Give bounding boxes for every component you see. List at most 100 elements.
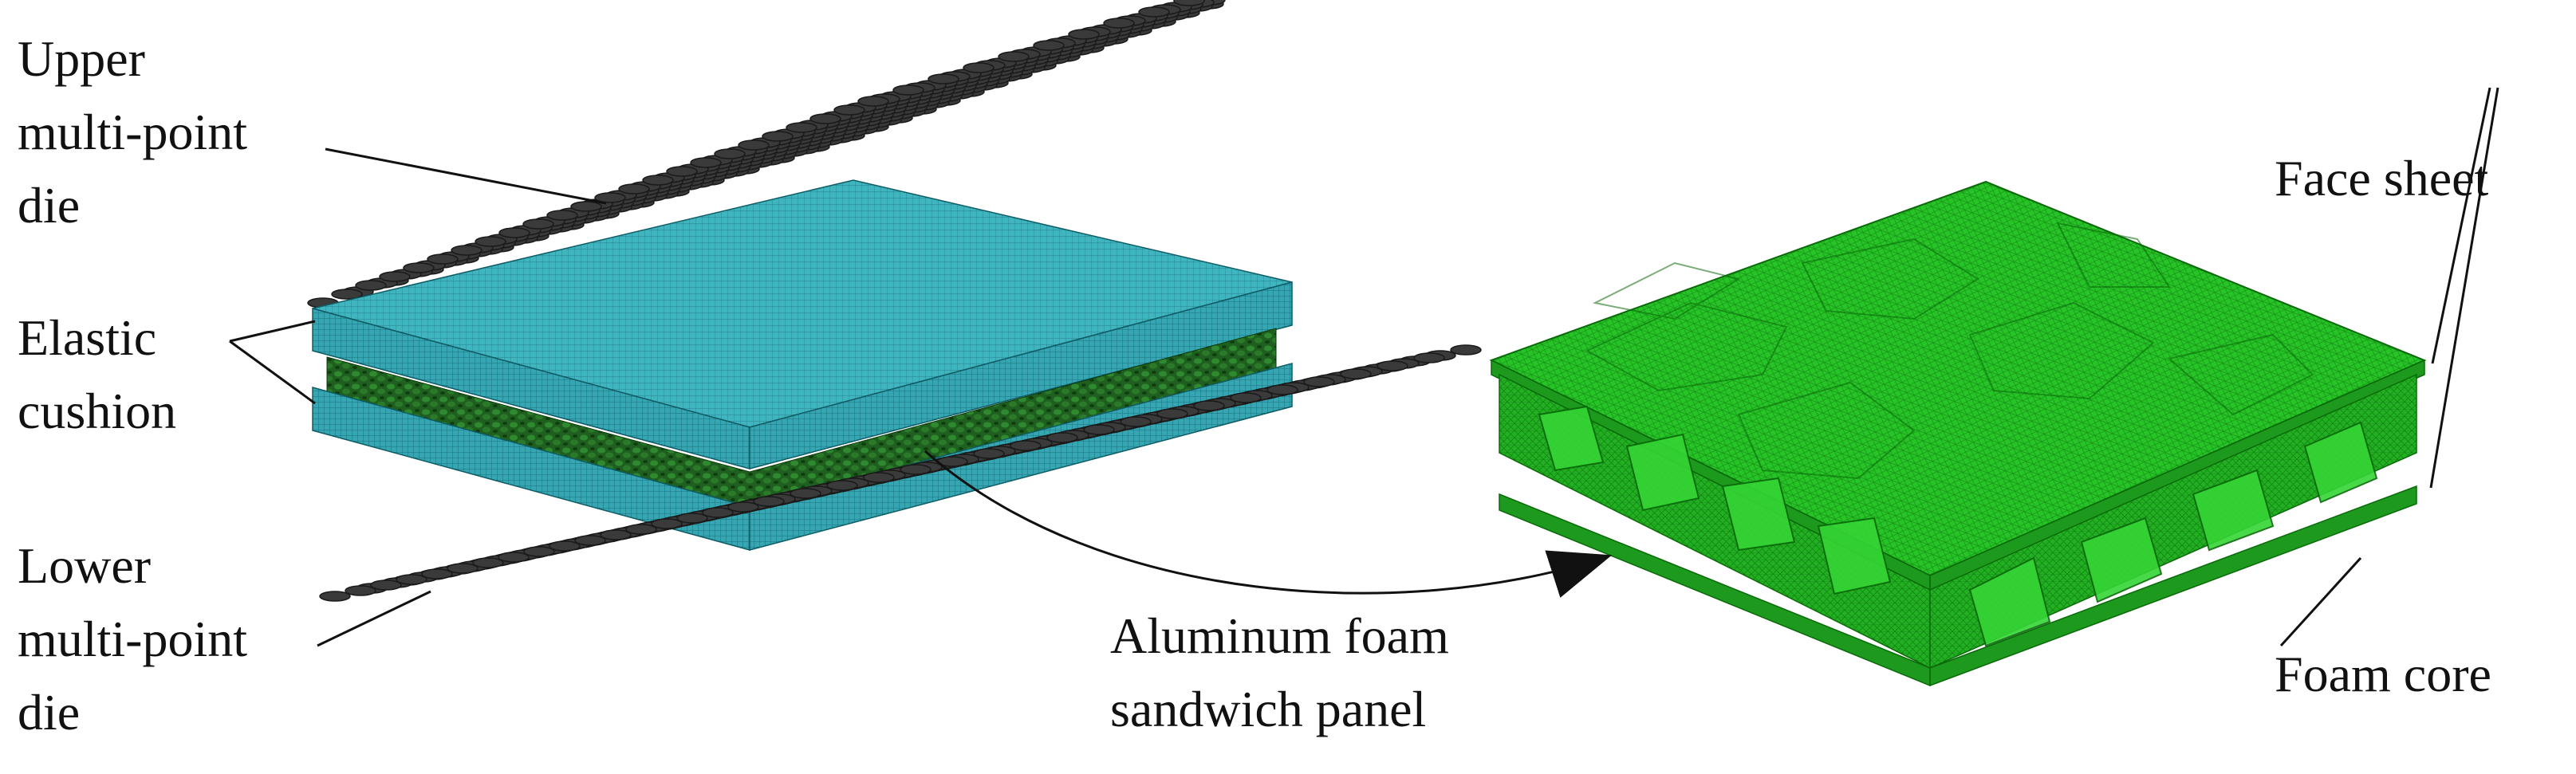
die-pin (892, 84, 924, 96)
die-pin (319, 591, 351, 602)
die-pin (498, 552, 530, 563)
die-pin (833, 104, 865, 116)
leader-face-sheet-b (2429, 87, 2499, 489)
die-pin (963, 62, 995, 73)
label-elastic-cushion-line2: cushion (18, 383, 177, 439)
die-pin (549, 540, 581, 552)
label-lower-die-line3: die (18, 684, 81, 741)
die-pin (1010, 440, 1042, 451)
die-pin (1046, 432, 1078, 443)
label-upper-die-line1: Upper (18, 30, 145, 87)
die-pin (786, 122, 817, 133)
die-pin (651, 518, 683, 529)
die-pin (396, 574, 427, 585)
die-pin (574, 535, 606, 546)
die-pin (666, 166, 698, 177)
leader-cushion-a (229, 320, 316, 343)
label-lower-die-line1: Lower (18, 537, 152, 594)
die-pin (522, 218, 554, 230)
die-pin (331, 289, 363, 300)
label-elastic-cushion-line1: Elastic (18, 309, 157, 366)
die-pin (451, 245, 483, 256)
die-pin (1156, 408, 1188, 419)
label-lower-die: Lower multi-point die (18, 529, 247, 749)
die-pin (790, 488, 821, 499)
die-pin (928, 73, 959, 84)
label-foam-core-text: Foam core (2275, 646, 2491, 702)
die-pin (421, 568, 453, 580)
die-pin (379, 271, 411, 282)
die-pin (826, 480, 858, 491)
die-pin (973, 448, 1005, 459)
leader-face-sheet-a (2431, 87, 2491, 364)
sandwich-panel-3d (1489, 180, 2427, 687)
die-pin (1450, 344, 1482, 356)
die-pin (370, 580, 402, 591)
upper-multi-point-die (307, 0, 1226, 308)
label-upper-die: Upper multi-point die (18, 22, 247, 242)
label-face-sheet: Face sheet (2275, 142, 2488, 215)
die-pin (618, 183, 650, 194)
die-pin (1068, 29, 1100, 40)
label-foam-core: Foam core (2275, 638, 2491, 711)
arrow-icon (924, 450, 1613, 598)
label-upper-die-line2: multi-point (18, 104, 247, 160)
leader-lower-die (317, 590, 431, 647)
die-pin (1230, 392, 1262, 403)
lower-multi-point-die (319, 344, 1482, 602)
die-pin (1303, 376, 1335, 387)
die-pin (1033, 40, 1065, 51)
die-pin (475, 236, 506, 247)
die-pin (690, 157, 722, 168)
die-pin (546, 210, 578, 221)
die-pin (625, 524, 657, 535)
die-pin (809, 113, 841, 124)
label-sandwich-panel: Aluminum foam sandwich panel (1110, 599, 1449, 746)
die-pin (1266, 384, 1298, 395)
label-sandwich-panel-line1: Aluminum foam (1110, 607, 1449, 664)
leader-cushion-b (229, 340, 316, 405)
die-pin (998, 51, 1030, 62)
label-face-sheet-text: Face sheet (2275, 150, 2489, 206)
die-pin (1103, 18, 1135, 29)
leader-foam-core (2279, 556, 2362, 647)
die-pin (642, 175, 674, 186)
die-pin (1120, 416, 1152, 427)
die-pin (472, 557, 504, 568)
leader-lines (229, 87, 2499, 647)
die-pin (863, 472, 895, 483)
die-pin (1138, 6, 1170, 18)
elastic-cushion-upper (312, 179, 1293, 470)
die-pin (523, 546, 555, 557)
die-pin (403, 262, 435, 273)
die-pin (1377, 360, 1408, 371)
die-pin (727, 501, 759, 513)
label-lower-die-line2: multi-point (18, 611, 247, 667)
elastic-cushion-lower (312, 363, 1293, 551)
die-pin (676, 513, 708, 524)
die-pin (738, 139, 770, 151)
die-pin (1083, 424, 1115, 435)
label-upper-die-line3: die (18, 177, 81, 234)
die-pin (427, 253, 459, 265)
label-elastic-cushion: Elastic cushion (18, 301, 176, 448)
die-pin (594, 192, 626, 203)
die-pin (447, 563, 479, 574)
die-pin (355, 280, 387, 291)
die-pin (345, 585, 376, 596)
die-pin (900, 464, 932, 475)
leader-upper-die (325, 147, 607, 205)
label-sandwich-panel-line2: sandwich panel (1110, 681, 1427, 737)
die-pin (857, 96, 889, 107)
die-pin (600, 529, 632, 540)
die-pin (753, 496, 785, 507)
die-pin (762, 131, 794, 142)
die-pin (498, 227, 530, 238)
die-pin (1173, 0, 1205, 6)
die-pin (714, 148, 746, 159)
die-pin (570, 201, 602, 212)
die-pin (1413, 352, 1445, 363)
die-pin (1340, 368, 1372, 379)
